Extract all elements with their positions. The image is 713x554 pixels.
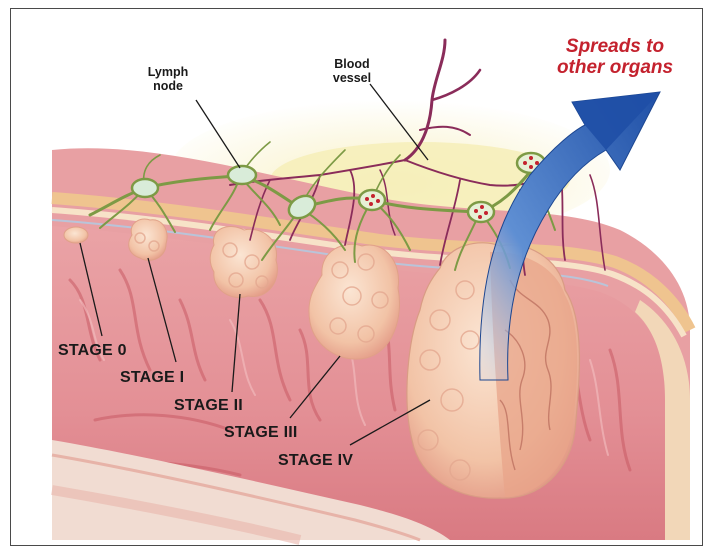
image-border	[10, 8, 703, 546]
